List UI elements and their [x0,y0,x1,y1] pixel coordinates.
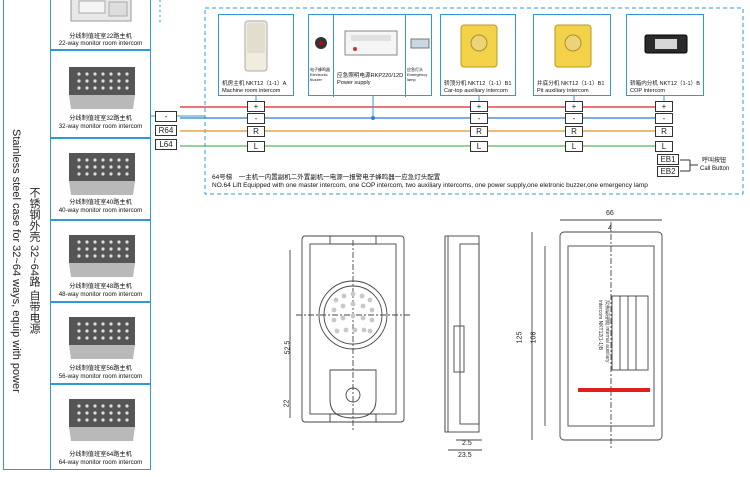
unit-cell-32: 分线制值班室32路主机 32-way monitor room intercom [50,50,151,138]
desk-console-image [70,0,132,22]
yellow-intercom-image [460,24,498,68]
stainless-box-image [69,67,135,109]
unit-label-en: 64-way monitor room intercom [58,459,143,466]
device-label-en: Power supply [337,80,371,86]
junction-dot [371,116,375,120]
unit-label-cn: 分线制值班室40路主机 [69,199,132,206]
dim-108: 108 [530,331,538,344]
config-note-en: NO.64 Lift Equipped with one master inte… [212,182,648,189]
terminal-r: R [470,126,488,137]
dim-22: 22 [283,399,291,408]
stainless-box-image [69,317,135,359]
unit-cell-56: 分线制值班室56路主机 56-way monitor room intercom [50,302,151,384]
config-note-cn: 64号梯 一主机一内置副机二外置副机一电源一报警电子蜂鸣器一应急灯头配置 [212,174,441,181]
rear-label-line2: NKT12(1-1)B [597,320,603,351]
terminal-plus: + [247,101,265,112]
device-label-cn: 机房主机 NKT12（1-1）A [222,81,287,87]
dim-66: 66 [606,210,614,217]
vertical-title-cn: 不锈钢外壳 32~64路 自带电源 [28,187,40,335]
emergency-lamp-icon [410,38,430,49]
side-view-drawing [444,235,480,433]
terminal-minus: - [565,113,583,124]
terminal-eb2: EB2 [657,166,679,177]
bus-label-r64: R64 [155,125,177,136]
device-label-en: Machine room intercom [222,88,281,94]
unit-label-en: 56-way monitor room intercom [58,373,143,380]
unit-label-en: 22-way monitor room intercom [58,40,143,47]
lamp-section: 应急灯头 Emergency lamp [405,15,434,97]
front-view-drawing [289,235,412,430]
handset-intercom-image [244,20,268,72]
device-car-top: 轿顶分机 NKT12（1-1）B1 Car-top auxiliary inte… [440,14,516,96]
left-panel-vertical-title: 不锈钢外壳 32~64路 自带电源 Stainless steel case f… [6,56,48,466]
unit-label-cn: 分线制值班室22路主机 [69,33,132,40]
call-button-label-cn: 呼叫按钮 [702,158,727,164]
device-power-supply: 电子蜂鸣器 Electronic buzzer 应急灯头 Emergency l… [308,14,434,97]
unit-label-cn: 分线制值班室56路主机 [69,365,132,372]
terminal-plus: + [565,101,583,112]
unit-label-en: 40-way monitor room intercom [58,207,143,214]
terminal-l: L [247,141,265,152]
rear-view-drawing [531,219,663,448]
device-label-en: COP intercom [630,88,666,94]
terminal-l: L [655,141,673,152]
call-button-label-en: Call Button [700,166,730,172]
cop-intercom-image [644,34,688,54]
device-cop: 轿箱内分机 NKT12（1-1）B COP intercom [626,14,704,96]
terminal-l: L [470,141,488,152]
dim-2-5: 2.5 [462,440,472,447]
unit-label-cn: 分线制值班室32路主机 [69,115,132,122]
device-label-en: Pit auxiliary intercom [537,88,589,94]
device-label-cn: 轿箱内分机 NKT12（1-1）B [630,81,700,87]
rear-label-cn: 对讲机电源 [604,300,610,325]
terminal-plus: + [470,101,488,112]
rear-label-text: 对讲机电源 internal auxiliary intercom NKT12(… [570,300,610,380]
bus-label-minus: - [155,111,177,122]
stainless-box-image [69,235,135,277]
dim-23-5: 23.5 [458,452,472,459]
lamp-label: 应急灯头 Emergency lamp [407,67,428,82]
bus-label-l64: L64 [155,139,177,150]
terminal-minus: - [470,113,488,124]
terminal-minus: - [247,113,265,124]
terminal-eb1: EB1 [657,154,679,165]
unit-label-cn: 分线制值班室48路主机 [69,283,132,290]
unit-label-en: 32-way monitor room intercom [58,123,143,130]
device-label-cn: 井底分机 NKT12（1-1）B1 [537,81,605,87]
device-label-en: Car-top auxiliary intercom [444,88,508,94]
unit-cell-40: 分线制值班室40路主机 40-way monitor room intercom [50,138,151,220]
device-label-cn: 轿顶分机 NKT12（1-1）B1 [444,81,512,87]
unit-cell-48: 分线制值班室48路主机 48-way monitor room intercom [50,220,151,302]
dashed-frame [204,7,744,195]
device-machine-room: 机房主机 NKT12（1-1）A Machine room intercom [218,14,294,96]
terminal-l: L [565,141,583,152]
dim-125: 125 [516,331,524,344]
terminal-minus: - [655,113,673,124]
unit-cell-64: 分线制值班室64路主机 64-way monitor room intercom [50,384,151,470]
buzzer-label: 电子蜂鸣器 Electronic buzzer [310,67,330,82]
unit-cell-22: 分线制值班室22路主机 22-way monitor room intercom [50,0,151,50]
buzzer-section: 电子蜂鸣器 Electronic buzzer [309,15,334,97]
terminal-r: R [655,126,673,137]
device-label-cn: 应急照明电源RKP220/12D [337,73,404,79]
dim-52-5: 52.5 [284,340,292,355]
unit-label-en: 48-way monitor room intercom [58,291,143,298]
power-supply-image [344,30,398,56]
stainless-box-image [69,399,135,441]
terminal-r: R [565,126,583,137]
yellow-intercom-image [554,24,592,68]
terminal-r: R [247,126,265,137]
vertical-title-en: Stainless steel case for 32~64 ways, equ… [10,129,22,393]
buzzer-icon [315,37,327,49]
terminal-plus: + [655,101,673,112]
device-pit: 井底分机 NKT12（1-1）B1 Pit auxiliary intercom [533,14,611,96]
dim-4: 4 [608,225,612,232]
unit-label-cn: 分线制值班室64路主机 [69,451,132,458]
rear-label-line1: internal auxiliary intercom [597,300,610,363]
stainless-box-image [69,153,135,195]
label-red-strip [578,388,650,392]
